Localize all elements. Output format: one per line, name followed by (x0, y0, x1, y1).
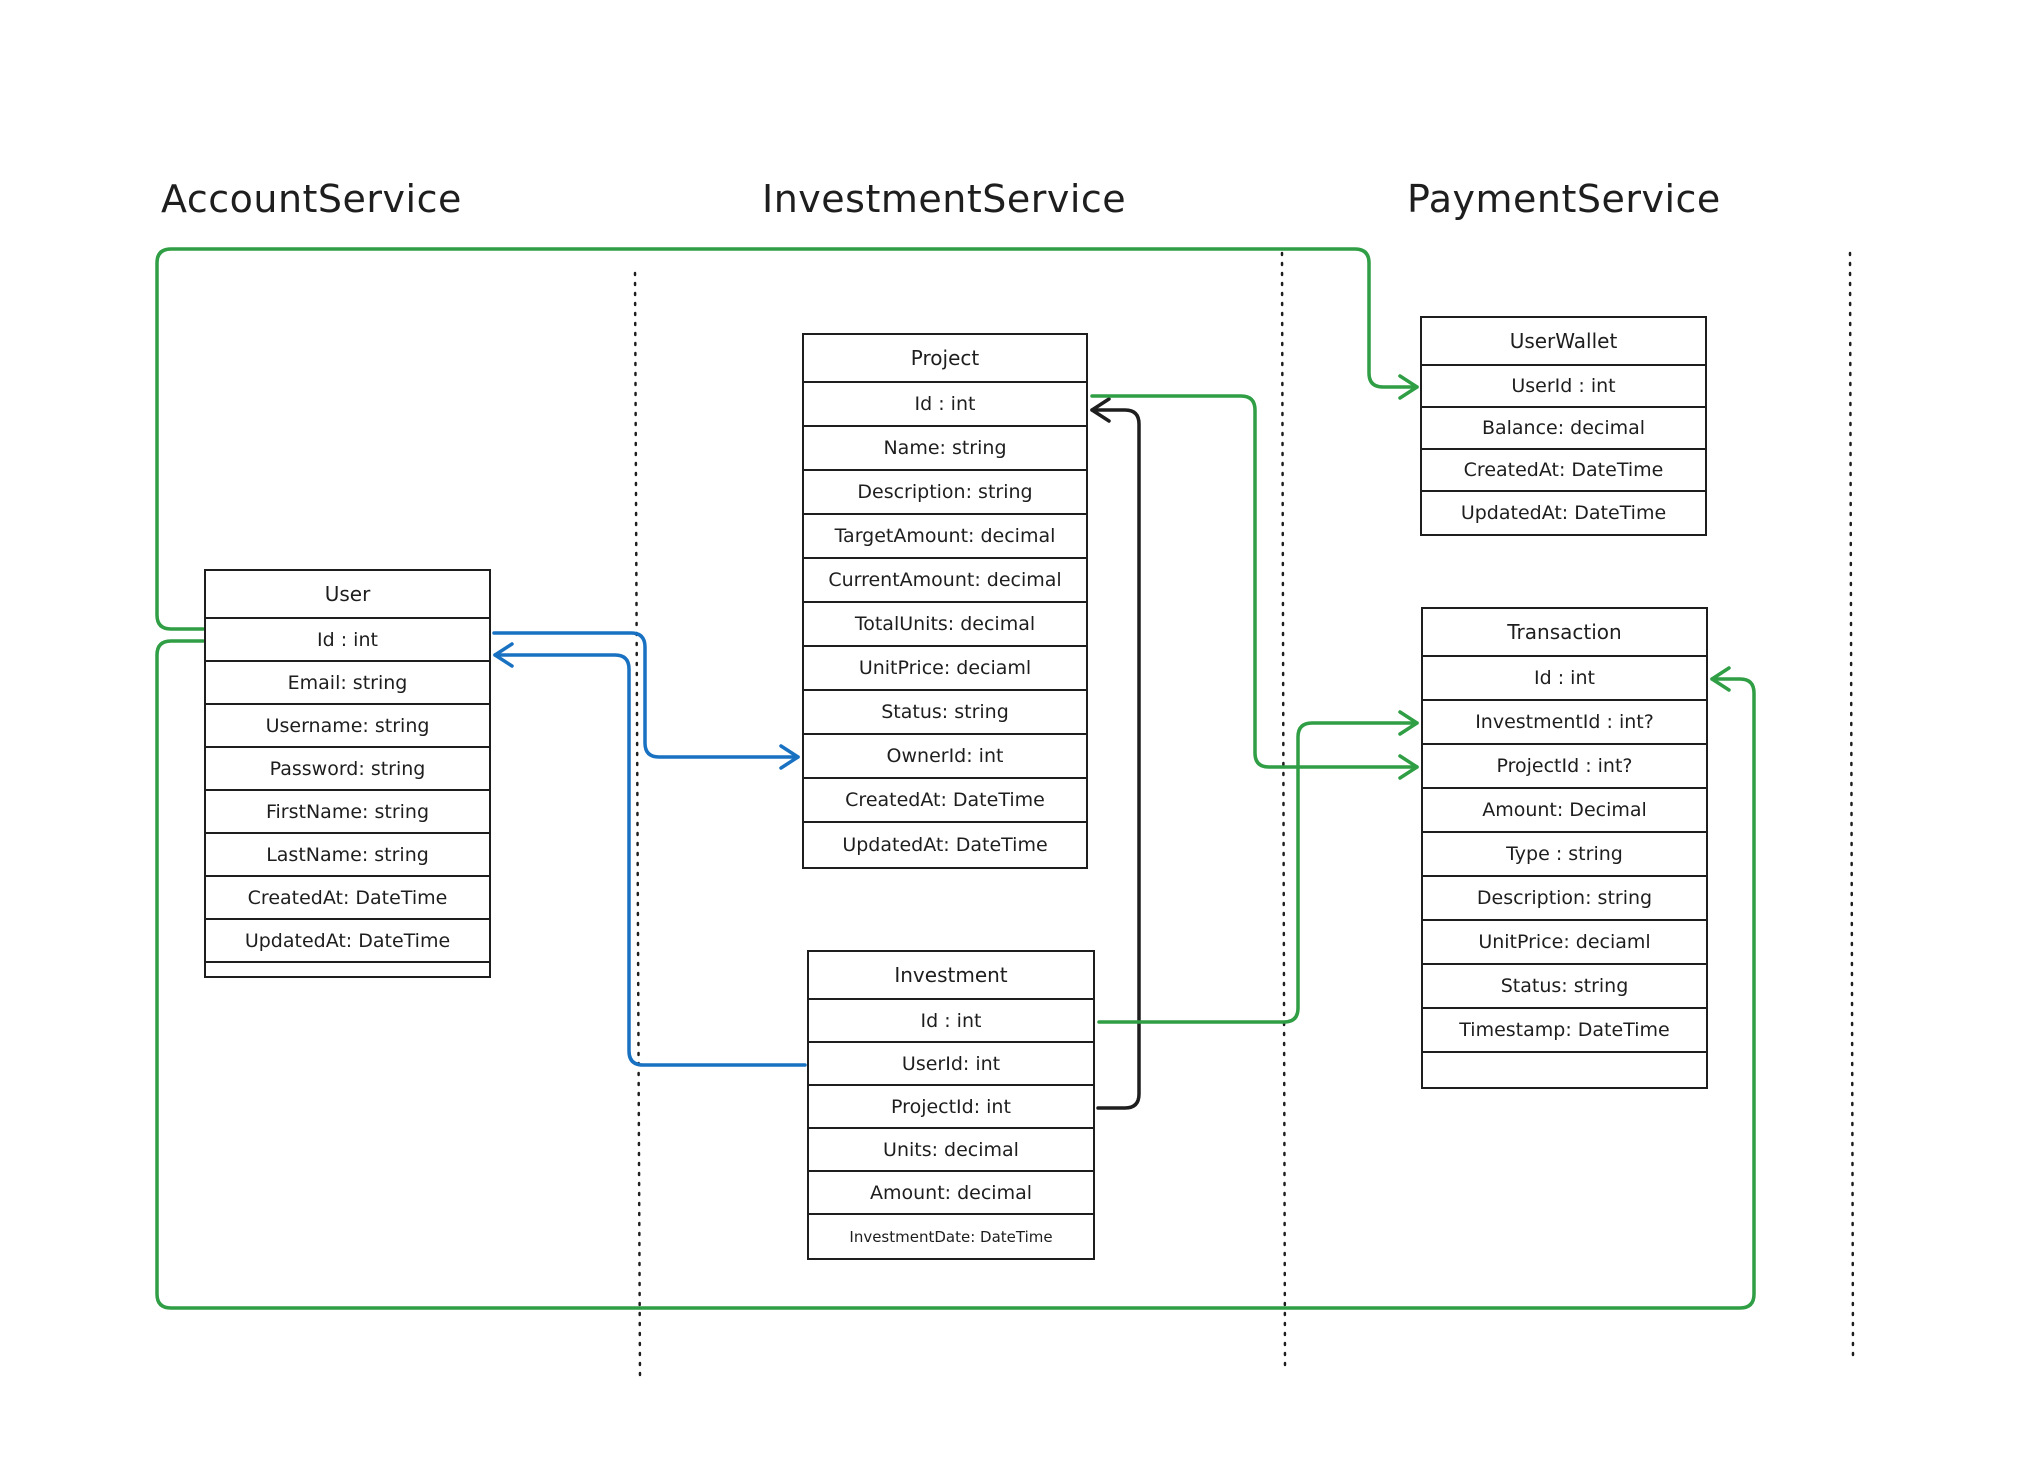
field-userwallet-updatedat: UpdatedAt: DateTime (1460, 502, 1667, 524)
relation-investment-userid-to-user-id (493, 642, 807, 1067)
relation-line (1090, 408, 1141, 1110)
field-userwallet-userid: UserId : int (1422, 366, 1705, 408)
field-investment-units: Units: decimal (809, 1129, 1093, 1172)
arrowhead (1710, 666, 1731, 692)
field-transaction-type: Type : string (1423, 833, 1706, 877)
field-investment-investmentdate: InvestmentDate: DateTime (849, 1227, 1053, 1246)
field-transaction-description: Description: string (1423, 877, 1706, 921)
service-divider-account-investment (633, 271, 642, 1382)
field-project-totalunits: TotalUnits: decimal (804, 603, 1086, 647)
entity-title: User (206, 571, 489, 619)
field-project-createdat: CreatedAt: DateTime (804, 779, 1086, 823)
service-title-account: AccountService (161, 177, 462, 221)
relation-investment-id-to-transaction-investmentid (1097, 710, 1419, 1024)
field-investment-id: Id : int (809, 1000, 1093, 1043)
entity-title: Transaction (1423, 609, 1706, 657)
entity-title: Project (804, 335, 1086, 383)
relation-line (1097, 721, 1419, 1024)
field-investment-projectid: ProjectId: int (809, 1086, 1093, 1129)
field-transaction-projectid: ProjectId : int? (1423, 745, 1706, 789)
service-title-payment: PaymentService (1407, 177, 1721, 221)
relation-user-id-to-transaction-id (155, 639, 1756, 1310)
relation-user-id-to-project-ownerid (492, 631, 800, 770)
entity-investment: Investment Id : int UserId: int ProjectI… (807, 950, 1095, 1260)
relation-line (493, 653, 807, 1067)
arrowhead (1398, 374, 1419, 400)
entity-user: User Id : int Email: string Username: st… (204, 569, 491, 978)
field-user-updatedat: UpdatedAt: DateTime (206, 920, 489, 963)
empty-row (1423, 1053, 1706, 1087)
relation-project-id-to-transaction-projectid (1090, 394, 1419, 780)
field-user-firstname: FirstName: string (206, 791, 489, 834)
field-investment-amount: Amount: decimal (809, 1172, 1093, 1215)
field-project-id: Id : int (804, 383, 1086, 427)
field-transaction-status: Status: string (1423, 965, 1706, 1009)
field-user-id: Id : int (206, 619, 489, 662)
relation-line (155, 639, 1756, 1310)
relation-line (1090, 394, 1419, 769)
field-user-password: Password: string (206, 748, 489, 791)
field-investment-userid: UserId: int (809, 1043, 1093, 1086)
arrowhead (493, 642, 514, 668)
arrowhead (1398, 754, 1419, 780)
entity-title: Investment (809, 952, 1093, 1000)
relation-investment-projectid-to-project-id (1090, 397, 1141, 1110)
field-project-ownerid: OwnerId: int (804, 735, 1086, 779)
field-userwallet-createdat: CreatedAt: DateTime (1422, 450, 1705, 492)
field-project-unitprice: UnitPrice: deciaml (804, 647, 1086, 691)
arrowhead (1398, 710, 1419, 736)
arrowhead (779, 744, 800, 770)
field-project-name: Name: string (804, 427, 1086, 471)
field-user-email: Email: string (206, 662, 489, 705)
relation-line (492, 631, 800, 759)
field-transaction-timestamp: Timestamp: DateTime (1423, 1009, 1706, 1053)
field-transaction-unitprice: UnitPrice: deciaml (1423, 921, 1706, 965)
entity-title: UserWallet (1422, 318, 1705, 366)
service-divider-payment-end (1848, 251, 1855, 1362)
field-project-updatedat: UpdatedAt: DateTime (842, 834, 1048, 856)
field-project-description: Description: string (804, 471, 1086, 515)
field-transaction-amount: Amount: Decimal (1423, 789, 1706, 833)
relation-user-id-to-userwallet-userid (155, 247, 1419, 631)
field-user-lastname: LastName: string (206, 834, 489, 877)
field-project-status: Status: string (804, 691, 1086, 735)
relation-line (155, 247, 1419, 631)
field-transaction-id: Id : int (1423, 657, 1706, 701)
entity-transaction: Transaction Id : int InvestmentId : int?… (1421, 607, 1708, 1089)
field-user-username: Username: string (206, 705, 489, 748)
service-title-investment: InvestmentService (762, 177, 1127, 221)
arrowhead (1090, 397, 1111, 423)
service-divider-investment-payment (1280, 251, 1287, 1369)
field-user-createdat: CreatedAt: DateTime (206, 877, 489, 920)
field-transaction-investmentid: InvestmentId : int? (1423, 701, 1706, 745)
field-userwallet-balance: Balance: decimal (1422, 408, 1705, 450)
field-project-currentamount: CurrentAmount: decimal (804, 559, 1086, 603)
entity-project: Project Id : int Name: string Descriptio… (802, 333, 1088, 869)
field-project-targetamount: TargetAmount: decimal (804, 515, 1086, 559)
entity-userwallet: UserWallet UserId : int Balance: decimal… (1420, 316, 1707, 536)
empty-row (206, 963, 489, 976)
